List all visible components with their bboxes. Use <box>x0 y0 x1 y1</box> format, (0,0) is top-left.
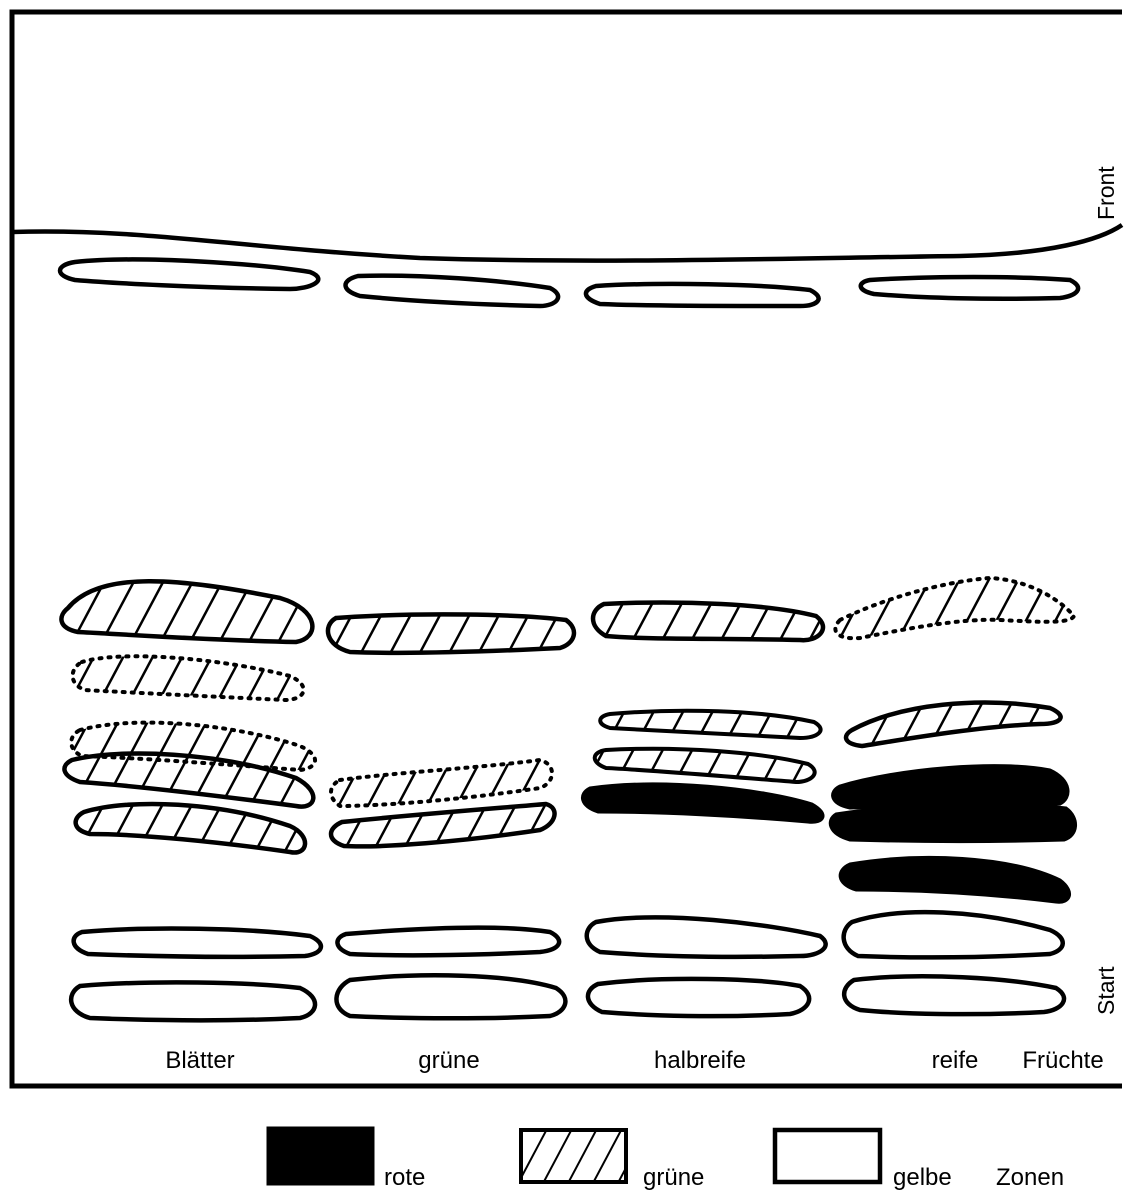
zone-green-faint <box>331 760 552 806</box>
zone-green-faint <box>835 578 1074 638</box>
zone-yellow <box>588 979 809 1016</box>
zone-yellow <box>337 928 559 956</box>
zone-yellow <box>336 975 565 1018</box>
zone-green <box>595 749 815 782</box>
zone-red <box>582 784 823 822</box>
front-label: Front <box>1093 166 1119 220</box>
zone-red <box>833 766 1068 808</box>
zone-red <box>840 857 1069 902</box>
zone-green <box>61 581 312 642</box>
zone-green-faint <box>73 656 304 700</box>
legend-swatch-yellow <box>775 1130 880 1182</box>
legend-swatch-green <box>521 1130 626 1182</box>
legend-label-suffix: Zonen <box>996 1164 1064 1191</box>
zone-green <box>600 711 820 738</box>
zone-green <box>328 614 574 652</box>
lane-reife-fruechte <box>830 277 1078 1014</box>
zone-yellow <box>60 259 318 289</box>
zone-green <box>846 703 1061 746</box>
legend: rote grüne gelbe Zonen <box>268 1128 1064 1191</box>
zone-green <box>331 804 555 846</box>
legend-label-red: rote <box>384 1164 425 1191</box>
zone-yellow <box>74 929 321 957</box>
lane-label-fruechte: Früchte <box>1022 1047 1103 1074</box>
zone-yellow <box>844 912 1063 957</box>
lane-label-gruene: grüne <box>418 1047 479 1074</box>
zone-yellow <box>71 982 315 1020</box>
legend-swatch-red <box>268 1128 373 1184</box>
lane-gruene <box>328 276 574 1019</box>
lane-label-blaetter: Blätter <box>165 1047 234 1074</box>
zone-yellow <box>586 284 819 306</box>
zone-yellow <box>346 276 559 306</box>
lane-label-reife: reife <box>932 1047 979 1074</box>
zone-green <box>76 804 305 853</box>
zone-yellow <box>844 976 1064 1014</box>
zone-red <box>830 804 1075 842</box>
start-label: Start <box>1093 966 1119 1015</box>
legend-label-green: grüne <box>643 1164 704 1191</box>
lane-blaetter <box>60 259 321 1020</box>
zone-yellow <box>587 917 826 956</box>
lane-halbreife <box>582 284 825 1016</box>
solvent-front-line <box>12 225 1122 261</box>
lane-label-halbreife: halbreife <box>654 1047 746 1074</box>
zone-yellow <box>861 277 1078 299</box>
zone-green <box>593 603 823 641</box>
legend-label-yellow: gelbe <box>893 1164 952 1191</box>
